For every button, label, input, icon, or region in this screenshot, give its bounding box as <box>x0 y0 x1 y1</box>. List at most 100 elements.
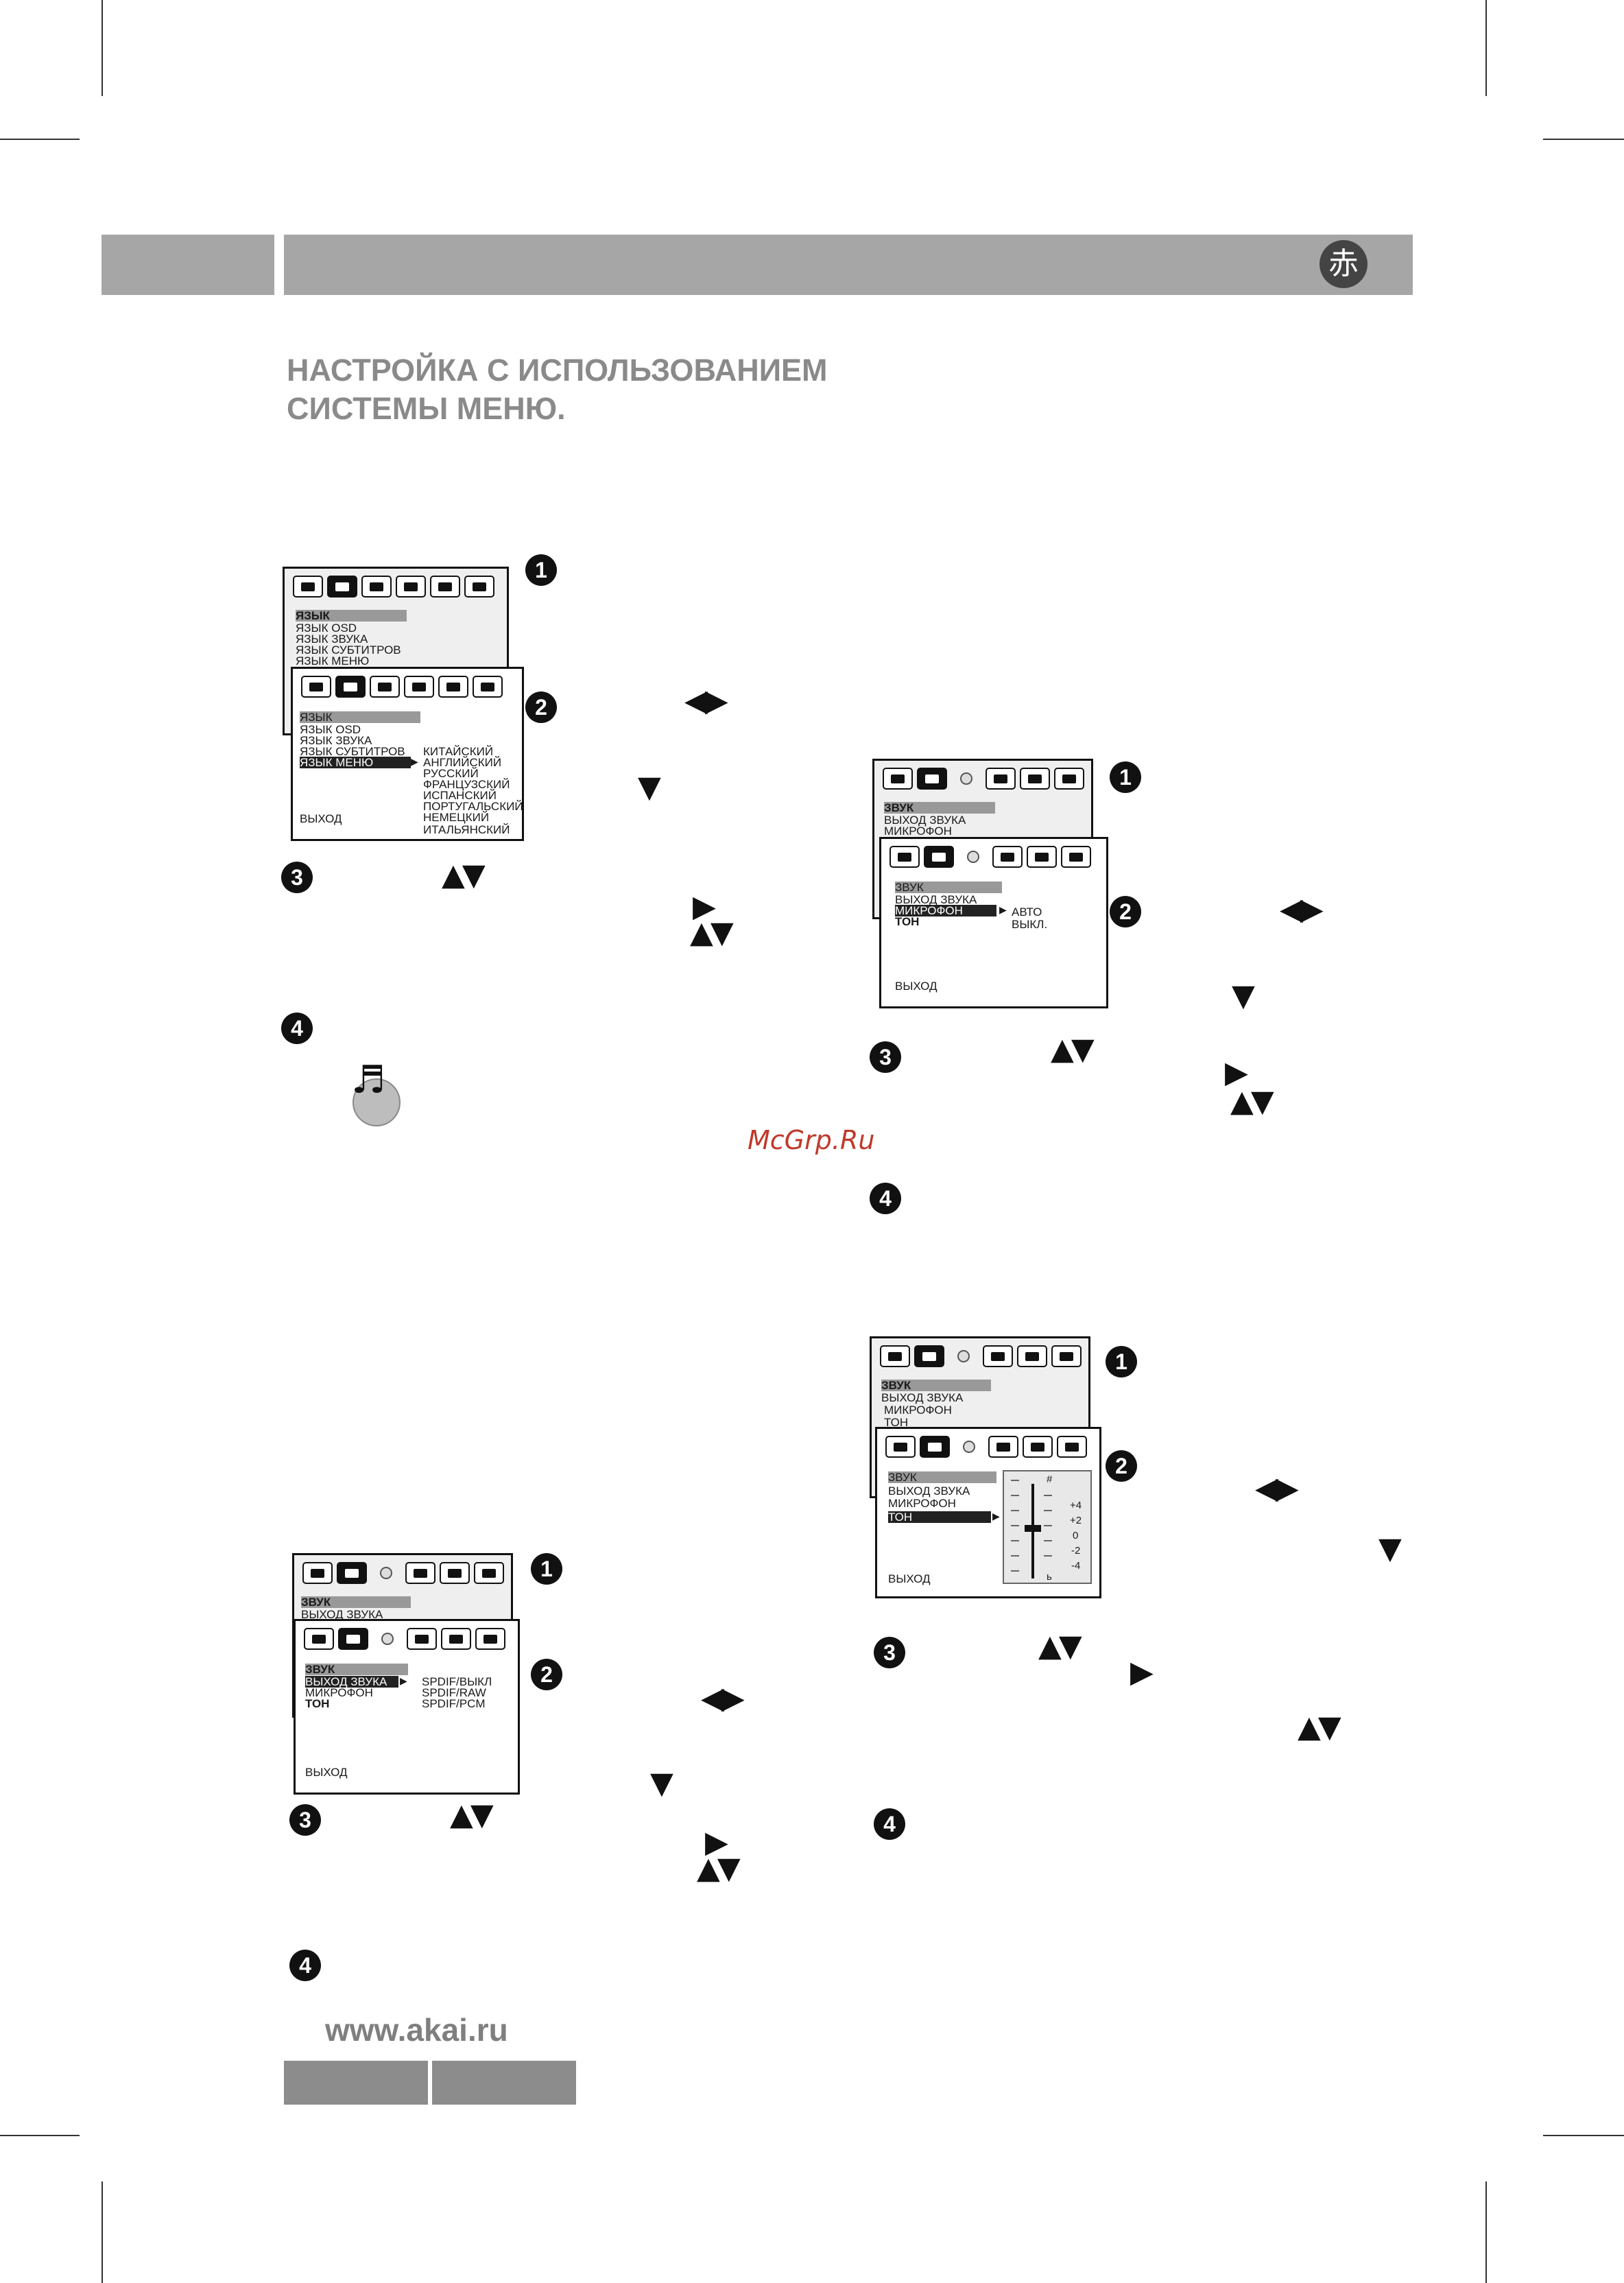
tv-icon <box>889 846 920 868</box>
setup-icon <box>1057 1436 1087 1458</box>
speaker-icon <box>1027 846 1057 868</box>
left-right-arrows-icon: ◀▶ <box>1255 1471 1299 1506</box>
menu-item: ТОН <box>884 1416 909 1429</box>
menu-exit: ВЫХОД <box>895 980 938 993</box>
menu-item: ЯЗЫК ЗВУКА <box>300 734 372 747</box>
down-arrow-icon: ▼ <box>650 1766 673 1801</box>
tick-mark <box>1011 1510 1019 1511</box>
down-arrow-icon: ▼ <box>638 770 661 805</box>
option-item: SPDIF/PCM <box>422 1697 486 1710</box>
menu-item: МИКРОФОН <box>884 1404 952 1417</box>
page-title: НАСТРОЙКА С ИСПОЛЬЗОВАНИЕМ СИСТЕМЫ МЕНЮ. <box>287 353 828 426</box>
tone-level-label: +4 <box>1070 1500 1082 1511</box>
tv-icon <box>293 576 323 598</box>
video-icon <box>986 768 1016 790</box>
tick-mark <box>1044 1555 1052 1557</box>
speaker-icon <box>1017 1345 1047 1367</box>
speaker-icon <box>438 676 468 698</box>
up-down-arrows-icon: ▲▼ <box>450 1797 494 1832</box>
tick-mark <box>1011 1555 1019 1557</box>
setup-icon <box>1061 846 1091 868</box>
right-arrow-icon: ▶ <box>1225 1055 1248 1090</box>
up-down-arrows-icon: ▲▼ <box>442 857 486 892</box>
step-1-marker: 1 <box>531 1553 562 1585</box>
website-url[interactable]: www.akai.ru <box>325 2012 508 2048</box>
menu-item-selected: ВЫХОД ЗВУКА <box>305 1676 398 1688</box>
tv-icon <box>885 1436 916 1458</box>
up-down-arrows-icon: ▲▼ <box>1230 1084 1274 1119</box>
tv-icon <box>880 1345 910 1367</box>
crop-mark <box>102 2181 103 2283</box>
menu-item-selected: МИКРОФОН <box>895 905 996 916</box>
video-icon <box>407 1628 437 1650</box>
submenu-arrow-icon: ▶ <box>411 757 418 768</box>
up-down-arrows-icon: ▲▼ <box>1038 1629 1082 1664</box>
tick-mark <box>1011 1495 1019 1496</box>
crop-mark <box>102 0 103 96</box>
option-item: ИТАЛЬЯНСКИЙ <box>423 823 510 836</box>
osd-icon-row <box>293 576 494 598</box>
language-icon <box>338 1628 368 1650</box>
watermark: McGrp.Ru <box>748 1125 875 1155</box>
left-right-arrows-icon: ◀▶ <box>1280 892 1324 927</box>
step-2-marker: 2 <box>1110 896 1141 927</box>
step-1-marker: 1 <box>1110 761 1141 793</box>
menu-item: ЗВУК <box>881 1380 991 1391</box>
osd-icon-row <box>304 1628 505 1650</box>
speaker-icon <box>440 1562 470 1584</box>
tone-slider: # +4 +2 0 -2 -4 ь <box>1003 1470 1092 1584</box>
audio-icon <box>951 768 981 790</box>
menu-item: ЯЗЫК МЕНЮ <box>296 654 370 667</box>
osd-icon-row <box>889 846 1091 868</box>
step-2-marker: 2 <box>531 1659 562 1690</box>
crop-mark <box>1543 139 1624 140</box>
setup-icon <box>474 1562 504 1584</box>
step-1-marker: 1 <box>1106 1346 1137 1377</box>
video-icon <box>396 576 426 598</box>
language-icon <box>327 576 357 598</box>
tone-sharp-label: # <box>1047 1474 1053 1485</box>
left-right-arrows-icon: ◀▶ <box>701 1681 745 1716</box>
menu-exit: ВЫХОД <box>300 812 342 825</box>
option-item: РУССКИЙ <box>423 767 479 780</box>
tick-mark <box>1044 1525 1052 1526</box>
tick-mark <box>1011 1570 1019 1572</box>
crop-mark <box>0 2135 80 2136</box>
tick-mark <box>1011 1480 1019 1481</box>
option-item: НЕМЕЦКИЙ <box>423 811 490 824</box>
menu-item: ЗВУК <box>301 1596 411 1608</box>
video-icon <box>988 1436 1018 1458</box>
language-icon <box>917 768 947 790</box>
header-tab <box>102 235 274 295</box>
menu-exit: ВЫХОД <box>888 1572 931 1585</box>
language-icon <box>924 846 954 868</box>
menu-item: ЗВУК <box>884 802 995 814</box>
menu-item: ЯЗЫК СУБТИТРОВ <box>300 745 405 758</box>
tv-icon <box>883 768 913 790</box>
footer-block <box>432 2061 576 2105</box>
language-icon <box>914 1345 944 1367</box>
osd-menu-front: ЗВУК ВЫХОД ЗВУКА ▶ МИКРОФОН ТОН SPDIF/ВЫ… <box>294 1619 520 1795</box>
osd-icon-row <box>302 1562 504 1584</box>
down-arrow-icon: ▼ <box>1232 978 1255 1013</box>
up-down-arrows-icon: ▲▼ <box>1051 1032 1095 1067</box>
step-2-marker: 2 <box>525 691 557 723</box>
tv-icon <box>301 676 331 698</box>
option-item: АВТО <box>1012 906 1042 919</box>
tick-mark <box>1011 1540 1019 1541</box>
osd-menu-front: ЗВУК ВЫХОД ЗВУКА МИКРОФОН ТОН ▶ ВЫХОД # … <box>875 1427 1101 1598</box>
crop-mark <box>1485 2181 1487 2283</box>
setup-icon <box>475 1628 505 1650</box>
osd-menu-front: ЗВУК ВЫХОД ЗВУКА МИКРОФОН ▶ ТОН АВТО ВЫК… <box>879 837 1108 1008</box>
audio-icon <box>372 1628 403 1650</box>
tone-level-label: -2 <box>1071 1545 1081 1557</box>
option-item: SPDIF/RAW <box>422 1686 486 1699</box>
step-3-marker: 3 <box>281 862 313 893</box>
option-item: КИТАЙСКИЙ <box>423 745 494 758</box>
menu-item-selected: ТОН <box>888 1511 991 1523</box>
menu-item: ЯЗЫК OSD <box>300 723 361 736</box>
tick-mark <box>1044 1495 1052 1496</box>
setup-icon <box>464 576 494 598</box>
tick-mark <box>1011 1525 1019 1526</box>
menu-item: ЯЗЫК <box>296 610 407 622</box>
